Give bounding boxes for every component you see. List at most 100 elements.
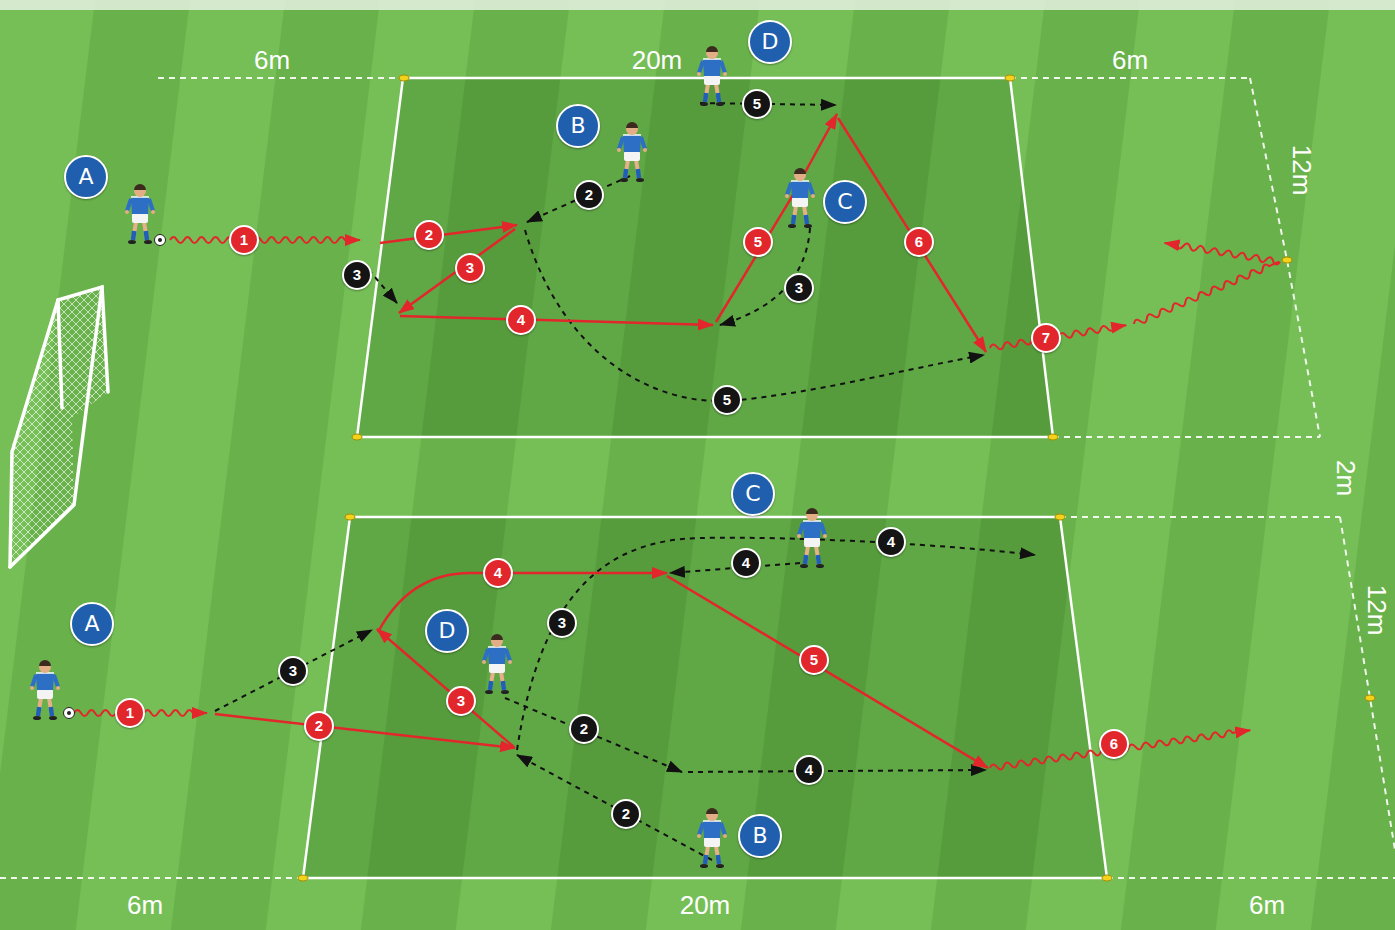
marker-cone	[298, 75, 1375, 881]
dimension-label: 20m	[680, 892, 731, 918]
callout-number: 6	[1099, 729, 1129, 759]
goal	[10, 287, 108, 567]
pass-arrow	[378, 573, 667, 632]
dribble-arrow	[1164, 240, 1280, 265]
grid-area	[303, 517, 1107, 878]
player-letter: A	[78, 166, 93, 188]
player-letter: A	[84, 613, 99, 635]
player-figure	[482, 634, 512, 694]
callout-number: 4	[506, 305, 536, 335]
marker-cone	[345, 514, 355, 520]
callout-number: 2	[611, 799, 641, 829]
pass-arrow	[716, 114, 837, 322]
pass-arrow	[380, 225, 517, 243]
ball	[158, 238, 162, 242]
grid-line	[303, 78, 1107, 878]
callout-number: 7	[1031, 323, 1061, 353]
dashed-extension	[1340, 517, 1395, 850]
dashed-extension	[1010, 77, 1250, 79]
callout-number: 2	[569, 714, 599, 744]
marker-cone	[399, 75, 409, 81]
player-figure	[785, 168, 815, 228]
player-badge: C	[731, 472, 775, 516]
pass-arrow	[215, 714, 515, 748]
player-badge: B	[738, 814, 782, 858]
player-badge: C	[823, 180, 867, 224]
player-badge: B	[556, 104, 600, 148]
ball	[64, 235, 166, 719]
player-letter: D	[439, 620, 456, 642]
goal	[58, 300, 62, 408]
dashed-extension	[0, 877, 303, 879]
player-letter: C	[745, 483, 760, 505]
callout-number: 4	[483, 558, 513, 588]
run-arrow	[688, 770, 986, 772]
player-badge: D	[425, 609, 469, 653]
callout-number: 3	[547, 608, 577, 638]
callout-number: 1	[229, 225, 259, 255]
goal	[10, 287, 108, 567]
callout-number: 3	[342, 260, 372, 290]
dimension-label: 6m	[1112, 47, 1148, 73]
dashed-extension	[1053, 436, 1320, 438]
pass-arrow	[400, 316, 713, 325]
marker-cone	[352, 434, 362, 440]
callout-number: 1	[115, 698, 145, 728]
player-figure	[30, 46, 827, 868]
player-letter: D	[762, 31, 779, 53]
marker-cone	[1005, 75, 1015, 81]
callout-number: 6	[904, 227, 934, 257]
pass-arrow	[667, 576, 988, 768]
dimension-label: 6m	[1249, 892, 1285, 918]
callout-number: 5	[742, 89, 772, 119]
marker-cone	[1055, 514, 1065, 520]
marker-cone	[1102, 875, 1112, 881]
grid-line	[303, 517, 1107, 878]
player-figure	[125, 184, 155, 244]
callout-number: 2	[414, 220, 444, 250]
dimension-label: 12m	[1364, 585, 1390, 636]
marker-cone	[298, 875, 308, 881]
dashed-extension	[1107, 877, 1395, 879]
grid-line	[357, 78, 1053, 437]
pass-arrow	[838, 118, 986, 352]
player-figure	[617, 122, 647, 182]
dashed-extension	[1250, 78, 1320, 437]
callout-number: 3	[278, 656, 308, 686]
grass-ground	[0, 0, 1395, 10]
dashed-extension	[0, 78, 1395, 878]
run-arrow	[215, 630, 372, 711]
pass-arrow	[215, 114, 988, 768]
callout-number: 3	[446, 686, 476, 716]
player-figure	[797, 508, 827, 568]
callout-number: 4	[876, 527, 906, 557]
player-badge: A	[64, 155, 108, 199]
player-badge: D	[748, 20, 792, 64]
callout-number: 5	[743, 227, 773, 257]
marker-cone	[1282, 257, 1292, 263]
marker-cone	[1365, 695, 1375, 701]
run-arrow	[505, 698, 682, 772]
player-letter: B	[570, 115, 585, 137]
player-figure	[30, 660, 60, 720]
callout-number: 4	[731, 548, 761, 578]
goal	[10, 287, 102, 567]
dashed-extension	[158, 77, 403, 79]
dribble-arrow	[1133, 259, 1281, 327]
dimension-label: 6m	[127, 892, 163, 918]
dribble-arrow	[74, 237, 1280, 771]
callout-number: 4	[794, 755, 824, 785]
run-arrow	[527, 176, 630, 222]
run-arrow	[517, 538, 1035, 750]
player-badge: A	[70, 602, 114, 646]
dribble-arrow	[1164, 240, 1280, 265]
player-letter: C	[837, 191, 852, 213]
run-arrow	[215, 103, 1035, 860]
callout-number: 2	[574, 180, 604, 210]
callout-number: 2	[304, 711, 334, 741]
